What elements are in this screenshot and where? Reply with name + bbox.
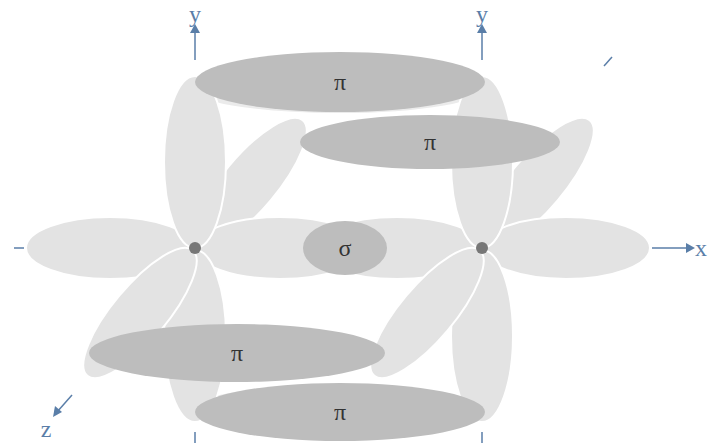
axis-line [194, 30, 196, 60]
pi-bond-region: π [195, 52, 485, 112]
sigma-bond-region: σ [303, 221, 387, 275]
axis-arrowhead [53, 406, 62, 417]
pi-symbol: π [334, 400, 346, 424]
pi-symbol: π [334, 70, 346, 94]
py-lobe [164, 76, 226, 248]
pi-bond-region: π [195, 383, 485, 441]
bond-ellipse-shape [89, 324, 385, 382]
nucleus-dot [476, 242, 488, 254]
axis-label: x [695, 236, 707, 260]
pi-symbol: π [424, 130, 436, 154]
axis-line [652, 247, 688, 249]
px-lobe [482, 217, 650, 279]
bond-ellipse-shape [195, 383, 485, 441]
axis-label: y [476, 2, 488, 26]
pi-bond-region: π [89, 324, 385, 382]
bond-ellipse-shape [303, 221, 387, 275]
axis-label: z [41, 417, 52, 441]
axis-line [14, 247, 24, 249]
pi-symbol: π [231, 341, 243, 365]
axis-line [604, 57, 612, 66]
axis-arrowhead [686, 243, 695, 253]
axis-line [481, 30, 483, 60]
axis-label: y [189, 2, 201, 26]
axis-line [194, 432, 196, 443]
axis-line [57, 395, 72, 412]
nucleus-dot [189, 242, 201, 254]
pi-bond-region: π [300, 115, 560, 169]
bond-ellipse-shape [195, 52, 485, 112]
axis-line [481, 432, 483, 443]
bond-ellipse-shape [300, 115, 560, 169]
sigma-symbol: σ [339, 236, 352, 260]
